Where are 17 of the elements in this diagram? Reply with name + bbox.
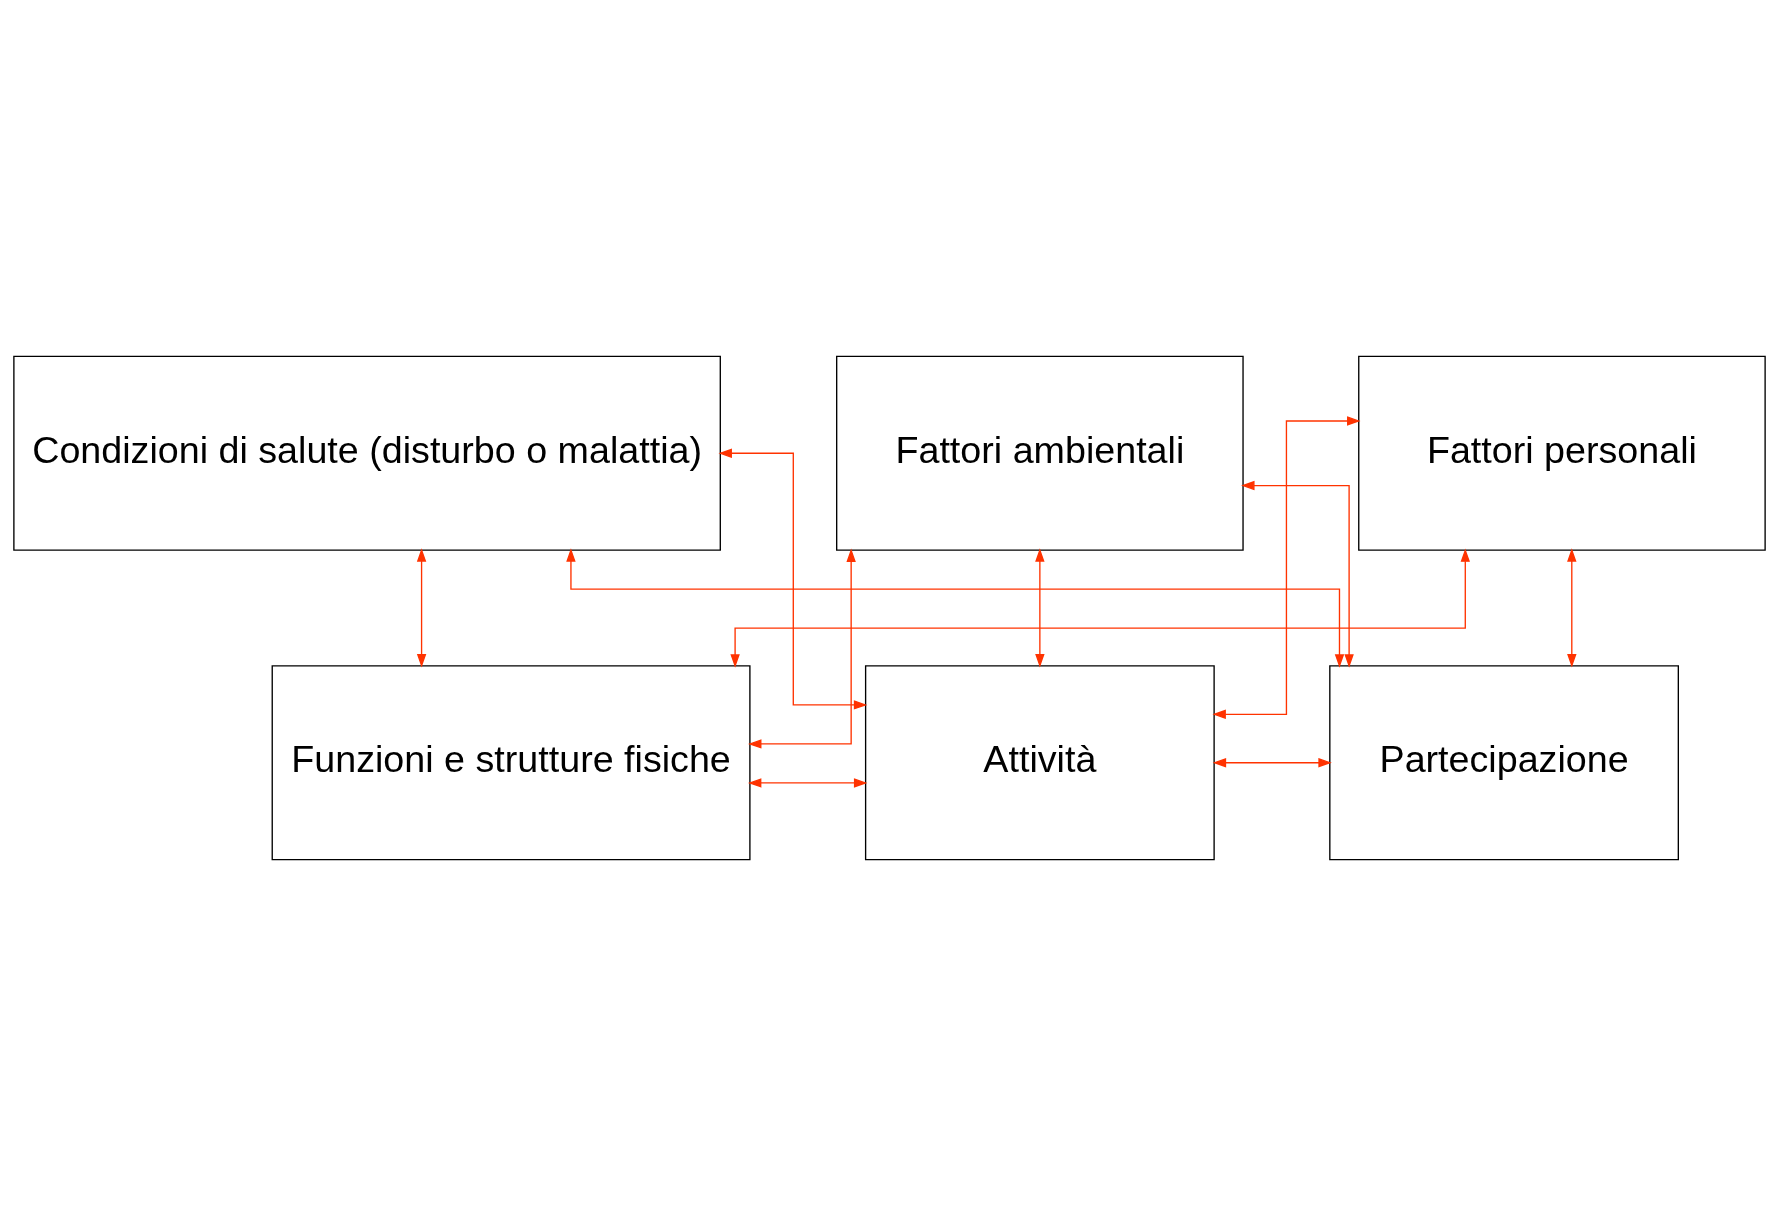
node-box: Fattori ambientali [836,355,1244,551]
arrow [1241,480,1354,668]
arrow [748,548,856,749]
node-box: Funzioni e strutture fisiche [271,665,751,861]
node-box: Condizioni di salute (disturbo o malattia) [13,355,721,551]
arrow [747,778,868,788]
arrow [1212,758,1332,768]
arrow [730,548,1470,668]
arrow [1212,416,1361,720]
arrow [1567,548,1577,668]
arrow [416,548,427,668]
arrow [566,548,1345,668]
node-box: Fattori personali [1358,355,1766,551]
node-box: Partecipazione [1329,665,1679,861]
arrow [1035,548,1045,668]
node-box: Attività [864,665,1215,861]
arrow [718,448,868,710]
